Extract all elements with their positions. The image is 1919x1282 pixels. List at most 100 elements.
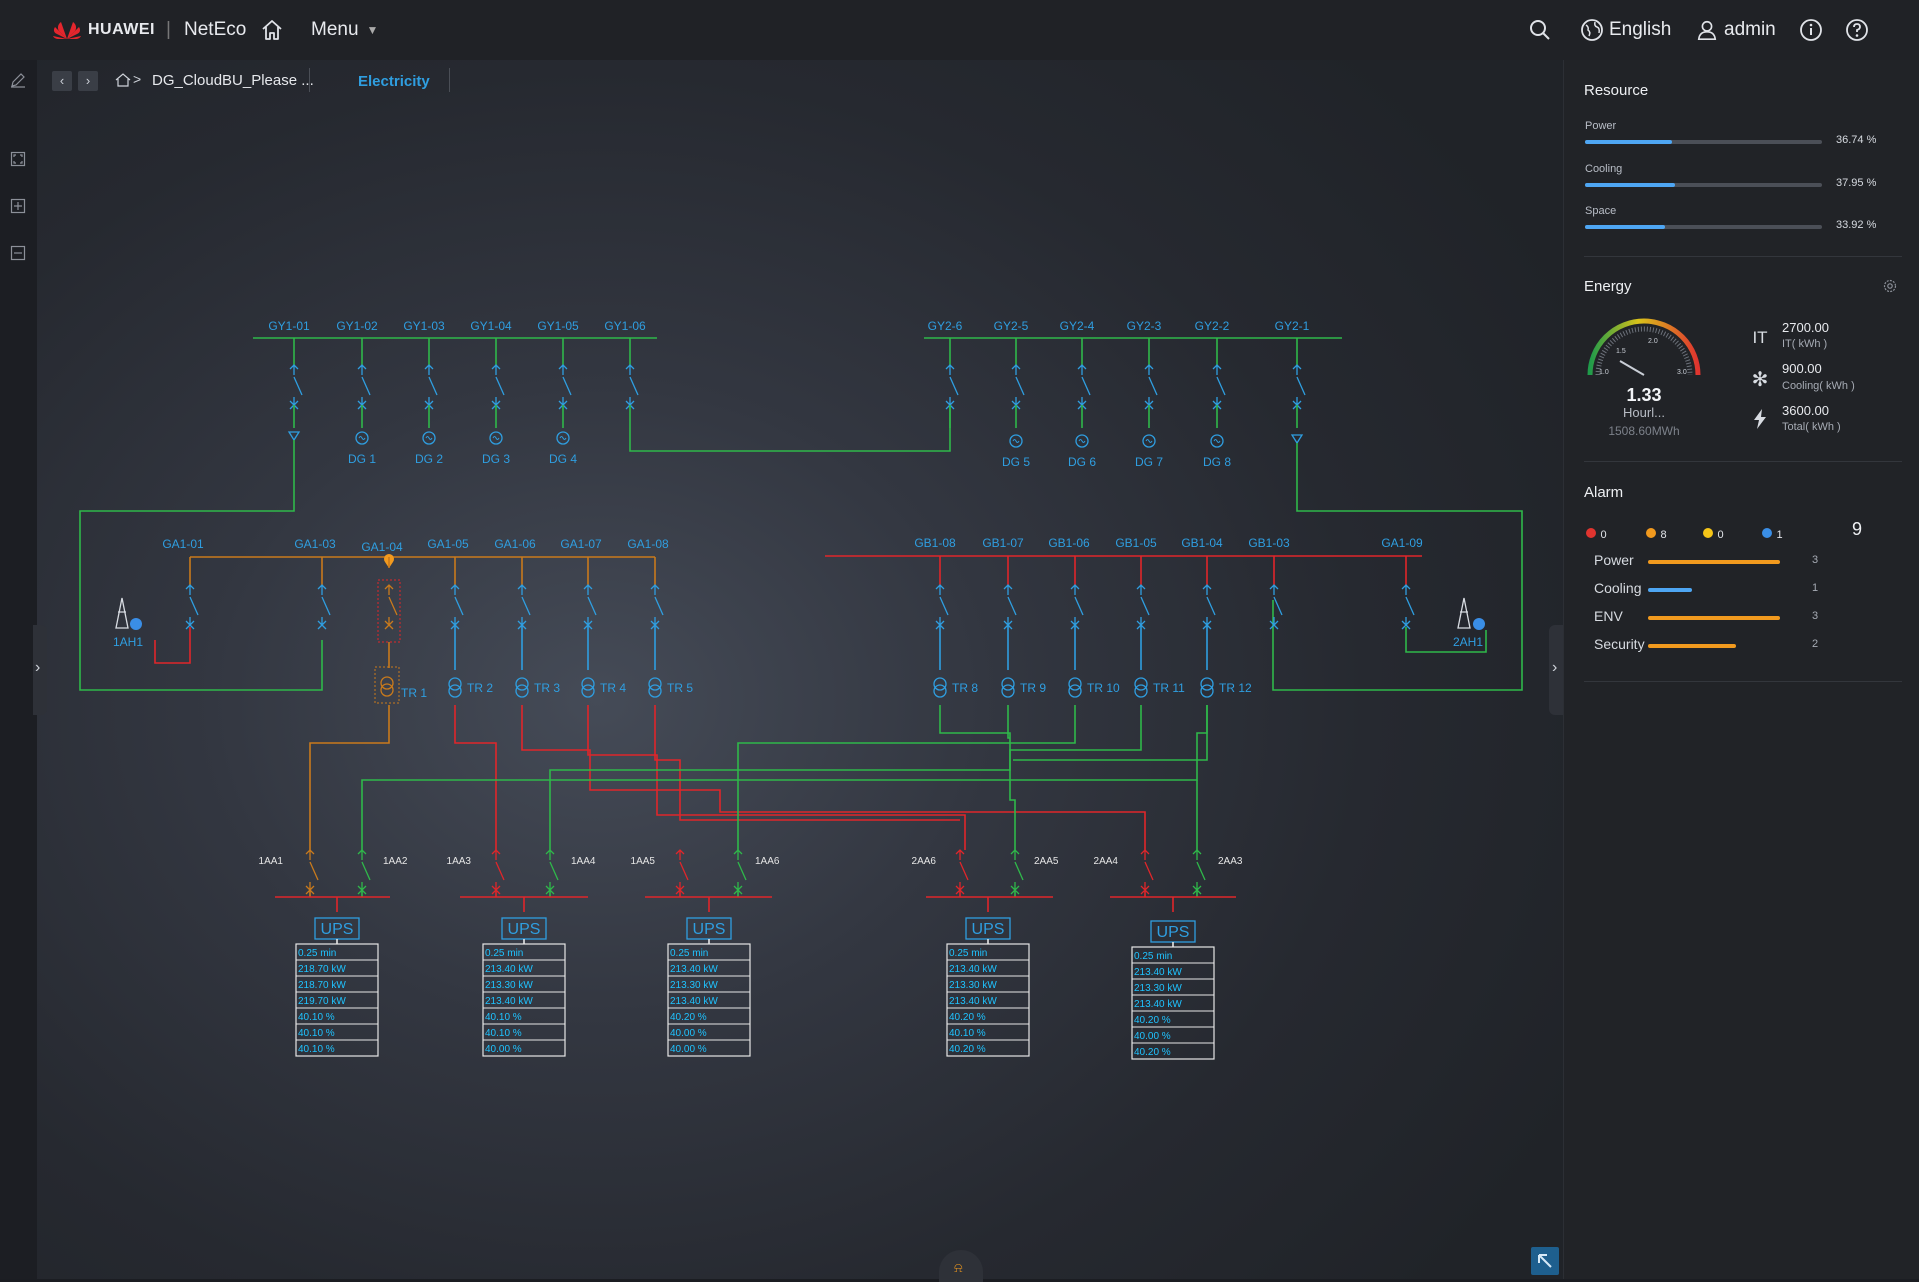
breaker-switch: [357, 364, 371, 410]
globe-icon: [1581, 19, 1603, 41]
breaker-label: 1AA5: [631, 856, 656, 867]
resource-bar: [1585, 140, 1822, 144]
tab-electricity[interactable]: Electricity: [358, 73, 430, 90]
minimap-toggle-button[interactable]: [1531, 1247, 1559, 1275]
ups-data-value: 40.10 %: [485, 1028, 522, 1039]
source-line: [1405, 627, 1487, 653]
source-label: 1AH1: [113, 635, 143, 649]
about-button[interactable]: [1799, 0, 1823, 60]
ups-data-value: 0.25 min: [485, 948, 523, 959]
search-button[interactable]: [1528, 0, 1552, 60]
alarm-category-env[interactable]: ENV 3: [1594, 608, 1854, 628]
transformer-fault-box: [374, 666, 400, 704]
lv-feeder: [939, 705, 1016, 850]
lv-feeder: [309, 705, 390, 850]
alarm-category-cooling[interactable]: Cooling 1: [1594, 580, 1854, 600]
breadcrumb[interactable]: DG_CloudBU_Please ...: [152, 72, 314, 89]
feeder-label-gb1: GB1-04: [1181, 536, 1223, 550]
feeder-label-gy1: GY1-01: [268, 319, 310, 333]
language-selector[interactable]: English: [1580, 0, 1671, 60]
breaker-switch: [384, 584, 398, 630]
ups-data-table: [295, 943, 379, 1057]
gauge-sub-value: 1508.60MWh: [1608, 424, 1680, 438]
transformer-icon: [515, 684, 529, 698]
gauge-tick-label: 3.0: [1677, 369, 1687, 376]
transformer-icon: [515, 677, 529, 691]
breadcrumb-home[interactable]: [115, 73, 131, 92]
alarm-category-bar: [1648, 644, 1736, 648]
breaker-label: 1AA3: [447, 856, 472, 867]
alarm-category-bar: [1648, 588, 1692, 592]
ups-data-value: 40.20 %: [670, 1012, 707, 1023]
alarm-drawer-handle[interactable]: ⍾: [939, 1250, 983, 1282]
breaker-switch: [1136, 584, 1150, 630]
breaker-symbol: [317, 584, 331, 630]
fit-screen-button[interactable]: [10, 151, 26, 172]
alarm-category-count: 2: [1812, 638, 1819, 650]
generator-wave-icon: [358, 436, 366, 440]
arrow-up-left-icon: [1538, 1254, 1552, 1268]
ups-label: UPS: [693, 921, 726, 938]
edit-button[interactable]: [10, 72, 26, 93]
alarm-warning[interactable]: 1: [1762, 525, 1783, 543]
lv-feeder: [454, 705, 497, 850]
ups-data-value: 0.25 min: [949, 948, 987, 959]
feeder-label-gy1: GY1-05: [537, 319, 579, 333]
gauge-needle: [1619, 360, 1645, 376]
back-button[interactable]: ‹: [52, 71, 72, 91]
transformer-icon: [380, 676, 394, 690]
breaker-symbol: [1011, 364, 1025, 410]
ups-data-value: 0.25 min: [298, 948, 336, 959]
energy-settings-button[interactable]: [1882, 278, 1898, 299]
lv-feeder: [361, 705, 1208, 850]
transformer-icon: [1200, 677, 1214, 691]
breaker-symbol: [1077, 364, 1091, 410]
transformer-icon: [1134, 684, 1148, 698]
product-name[interactable]: NetEco: [184, 19, 247, 40]
alarm-minor[interactable]: 0: [1703, 525, 1724, 543]
ups-data-value: 218.70 kW: [298, 980, 346, 991]
generator-label: DG 5: [1002, 455, 1030, 469]
alarm-category-security[interactable]: Security 2: [1594, 636, 1854, 656]
alarm-category-power[interactable]: Power 3: [1594, 552, 1854, 572]
breaker-switch: [1077, 364, 1091, 410]
feeder-label-ga1: GA1-04: [361, 540, 403, 554]
zoom-in-button[interactable]: [10, 198, 26, 219]
transformer-icon: [448, 677, 462, 691]
transformer-label: TR 2: [467, 681, 493, 695]
lv-feeder: [587, 705, 966, 850]
resource-value: 37.95 %: [1836, 177, 1877, 189]
huawei-logo[interactable]: HUAWEI: [52, 0, 155, 60]
zoom-out-button[interactable]: [10, 245, 26, 266]
breaker-switch: [1144, 364, 1158, 410]
energy-total-label: Total( kWh ): [1782, 421, 1841, 433]
breaker-symbol: [583, 584, 597, 630]
home-button[interactable]: [260, 0, 284, 60]
feeder-label-gy1: GY1-03: [403, 319, 445, 333]
ups-data-value: 213.40 kW: [949, 964, 997, 975]
energy-title: Energy: [1584, 278, 1632, 295]
breaker-switch: [650, 584, 664, 630]
generator-label: DG 1: [348, 452, 376, 466]
user-menu[interactable]: admin: [1696, 0, 1776, 60]
alarm-critical[interactable]: 0: [1586, 525, 1607, 543]
alarm-major[interactable]: 8: [1646, 525, 1667, 543]
chevron-right-icon: ›: [1552, 659, 1558, 676]
alarm-count: 0: [1717, 529, 1724, 541]
critical-alarm-icon: [1586, 528, 1596, 538]
transformer-label: TR 8: [952, 681, 978, 695]
forward-button[interactable]: ›: [78, 71, 98, 91]
energy-it-label: IT( kWh ): [1782, 338, 1828, 350]
help-button[interactable]: [1845, 0, 1869, 60]
gauge-unit: Hourl...: [1623, 405, 1665, 420]
menu-button[interactable]: Menu ▼: [311, 0, 378, 60]
breaker-symbol: [625, 364, 639, 410]
breaker-label: 2AA5: [1034, 856, 1059, 867]
ups-data-value: 213.30 kW: [1134, 983, 1182, 994]
resource-bar-fill: [1585, 225, 1666, 229]
right-collapse-handle[interactable]: ›: [1549, 625, 1563, 715]
diagram-canvas[interactable]: ‹ › > DG_CloudBU_Please ... Electricity …: [33, 60, 1563, 1282]
feeder-label-gy1: GY1-04: [470, 319, 512, 333]
breaker-switch: [733, 849, 747, 895]
left-collapse-handle[interactable]: ›: [33, 625, 47, 715]
